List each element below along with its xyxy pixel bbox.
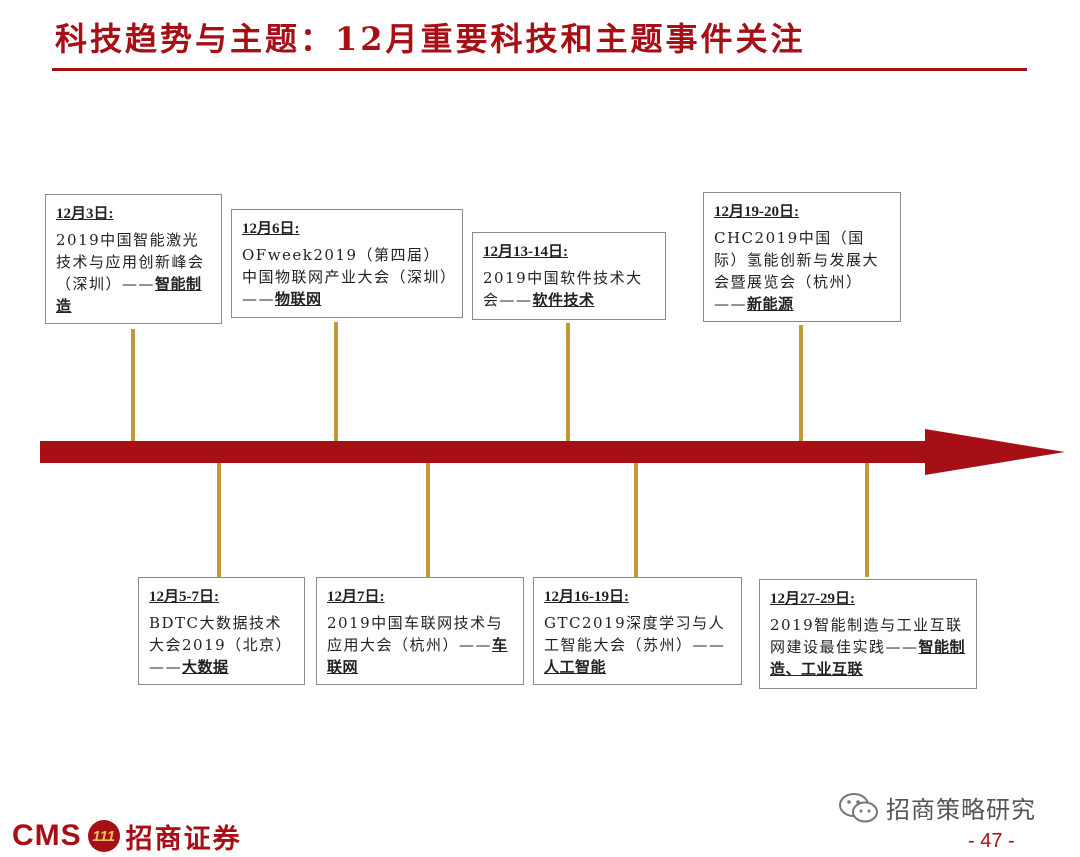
event-topic: 智能制造、工业互联 <box>770 638 966 678</box>
event-card-top-1: 12月3日: 2019中国智能激光技术与应用创新峰会（深圳）——智能制造 <box>45 194 222 324</box>
logo-en: CMS <box>12 819 82 852</box>
connector-bottom-3 <box>634 463 638 577</box>
wechat-icon <box>839 792 878 822</box>
connector-bottom-1 <box>217 463 221 577</box>
event-card-bottom-4: 12月27-29日: 2019智能制造与工业互联网建设最佳实践——智能制造、工业… <box>759 579 977 689</box>
event-date: 12月5-7日: <box>149 589 219 605</box>
event-card-top-3: 12月13-14日: 2019中国软件技术大会——软件技术 <box>472 232 666 320</box>
event-card-bottom-1: 12月5-7日: BDTC大数据技术大会2019（北京）——大数据 <box>138 577 305 685</box>
connector-top-4 <box>799 325 803 441</box>
event-topic: 软件技术 <box>532 291 595 309</box>
connector-bottom-2 <box>426 463 430 577</box>
connector-bottom-4 <box>865 463 869 577</box>
event-card-top-4: 12月19-20日: CHC2019中国（国际）氢能创新与发展大会暨展览会（杭州… <box>703 192 901 322</box>
connector-top-1 <box>131 329 135 441</box>
logo-badge-text: 111 <box>92 827 116 845</box>
page-title: 科技趋势与主题：12月重要科技和主题事件关注 <box>55 20 806 58</box>
event-description: 2019中国车联网技术与应用大会（杭州）—— <box>327 614 504 654</box>
company-logo: CMS 111 招商证券 <box>12 816 242 856</box>
connector-top-2 <box>334 322 338 441</box>
logo-cn: 招商证券 <box>125 823 242 855</box>
logo-badge-icon: 111 <box>87 820 120 852</box>
timeline-arrow-shaft <box>40 441 930 463</box>
event-description: 2019中国智能激光技术与应用创新峰会（深圳）—— <box>56 231 205 293</box>
event-topic: 智能制造 <box>56 275 202 315</box>
connector-top-3 <box>566 323 570 441</box>
event-date: 12月16-19日: <box>544 589 629 605</box>
wechat-account-name: 招商策略研究 <box>886 796 1036 824</box>
event-topic: 物联网 <box>275 290 322 308</box>
event-description: 2019中国软件技术大会—— <box>483 269 643 309</box>
title-underline <box>52 68 1027 71</box>
event-date: 12月27-29日: <box>770 591 855 607</box>
event-topic: 车联网 <box>327 636 508 676</box>
event-description: BDTC大数据技术大会2019（北京）—— <box>149 614 293 676</box>
event-date: 12月7日: <box>327 589 385 605</box>
event-topic: 大数据 <box>182 658 229 676</box>
event-description: CHC2019中国（国际）氢能创新与发展大会暨展览会（杭州）—— <box>714 229 880 313</box>
event-card-bottom-2: 12月7日: 2019中国车联网技术与应用大会（杭州）——车联网 <box>316 577 524 685</box>
event-topic: 人工智能 <box>544 658 607 676</box>
event-date: 12月3日: <box>56 206 114 222</box>
event-card-top-2: 12月6日: OFweek2019（第四届）中国物联网产业大会（深圳）——物联网 <box>231 209 463 318</box>
event-topic: 新能源 <box>747 295 794 313</box>
event-date: 12月6日: <box>242 221 300 237</box>
event-description: 2019智能制造与工业互联网建设最佳实践—— <box>770 616 963 656</box>
timeline-arrow-head <box>925 429 1065 475</box>
event-description: OFweek2019（第四届）中国物联网产业大会（深圳）—— <box>242 246 450 308</box>
event-description: GTC2019深度学习与人工智能大会（苏州）—— <box>544 614 726 654</box>
event-card-bottom-3: 12月16-19日: GTC2019深度学习与人工智能大会（苏州）—— 人工智能 <box>533 577 742 685</box>
page-number: - 47 - <box>968 830 1015 852</box>
event-date: 12月13-14日: <box>483 244 568 260</box>
wechat-watermark: 招商策略研究 <box>838 790 1036 825</box>
event-date: 12月19-20日: <box>714 204 799 220</box>
